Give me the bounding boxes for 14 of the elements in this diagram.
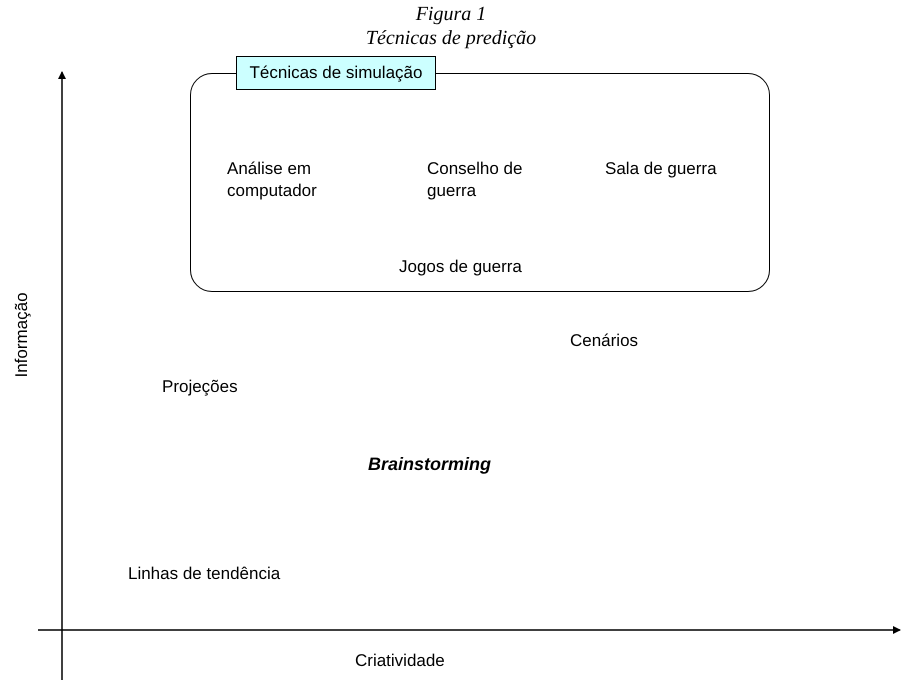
y-axis-title: Informação xyxy=(11,292,32,378)
x-axis-title: Criatividade xyxy=(355,650,445,672)
technique-label: Projeções xyxy=(162,376,238,398)
technique-label: Brainstorming xyxy=(368,453,492,475)
technique-label: Cenários xyxy=(570,330,638,352)
tab-label: Técnicas de simulação xyxy=(248,62,424,84)
technique-label: Jogos de guerra xyxy=(399,256,522,278)
technique-label: Sala de guerra xyxy=(605,158,718,180)
technique-label: Conselho de guerra xyxy=(427,158,524,202)
figure-subtitle: Técnicas de predição xyxy=(364,26,538,50)
technique-label: Análise em computador xyxy=(227,158,318,202)
figure-title: Figura 1 xyxy=(414,2,488,26)
technique-label: Linhas de tendência xyxy=(128,563,280,585)
title-tab xyxy=(236,56,436,90)
